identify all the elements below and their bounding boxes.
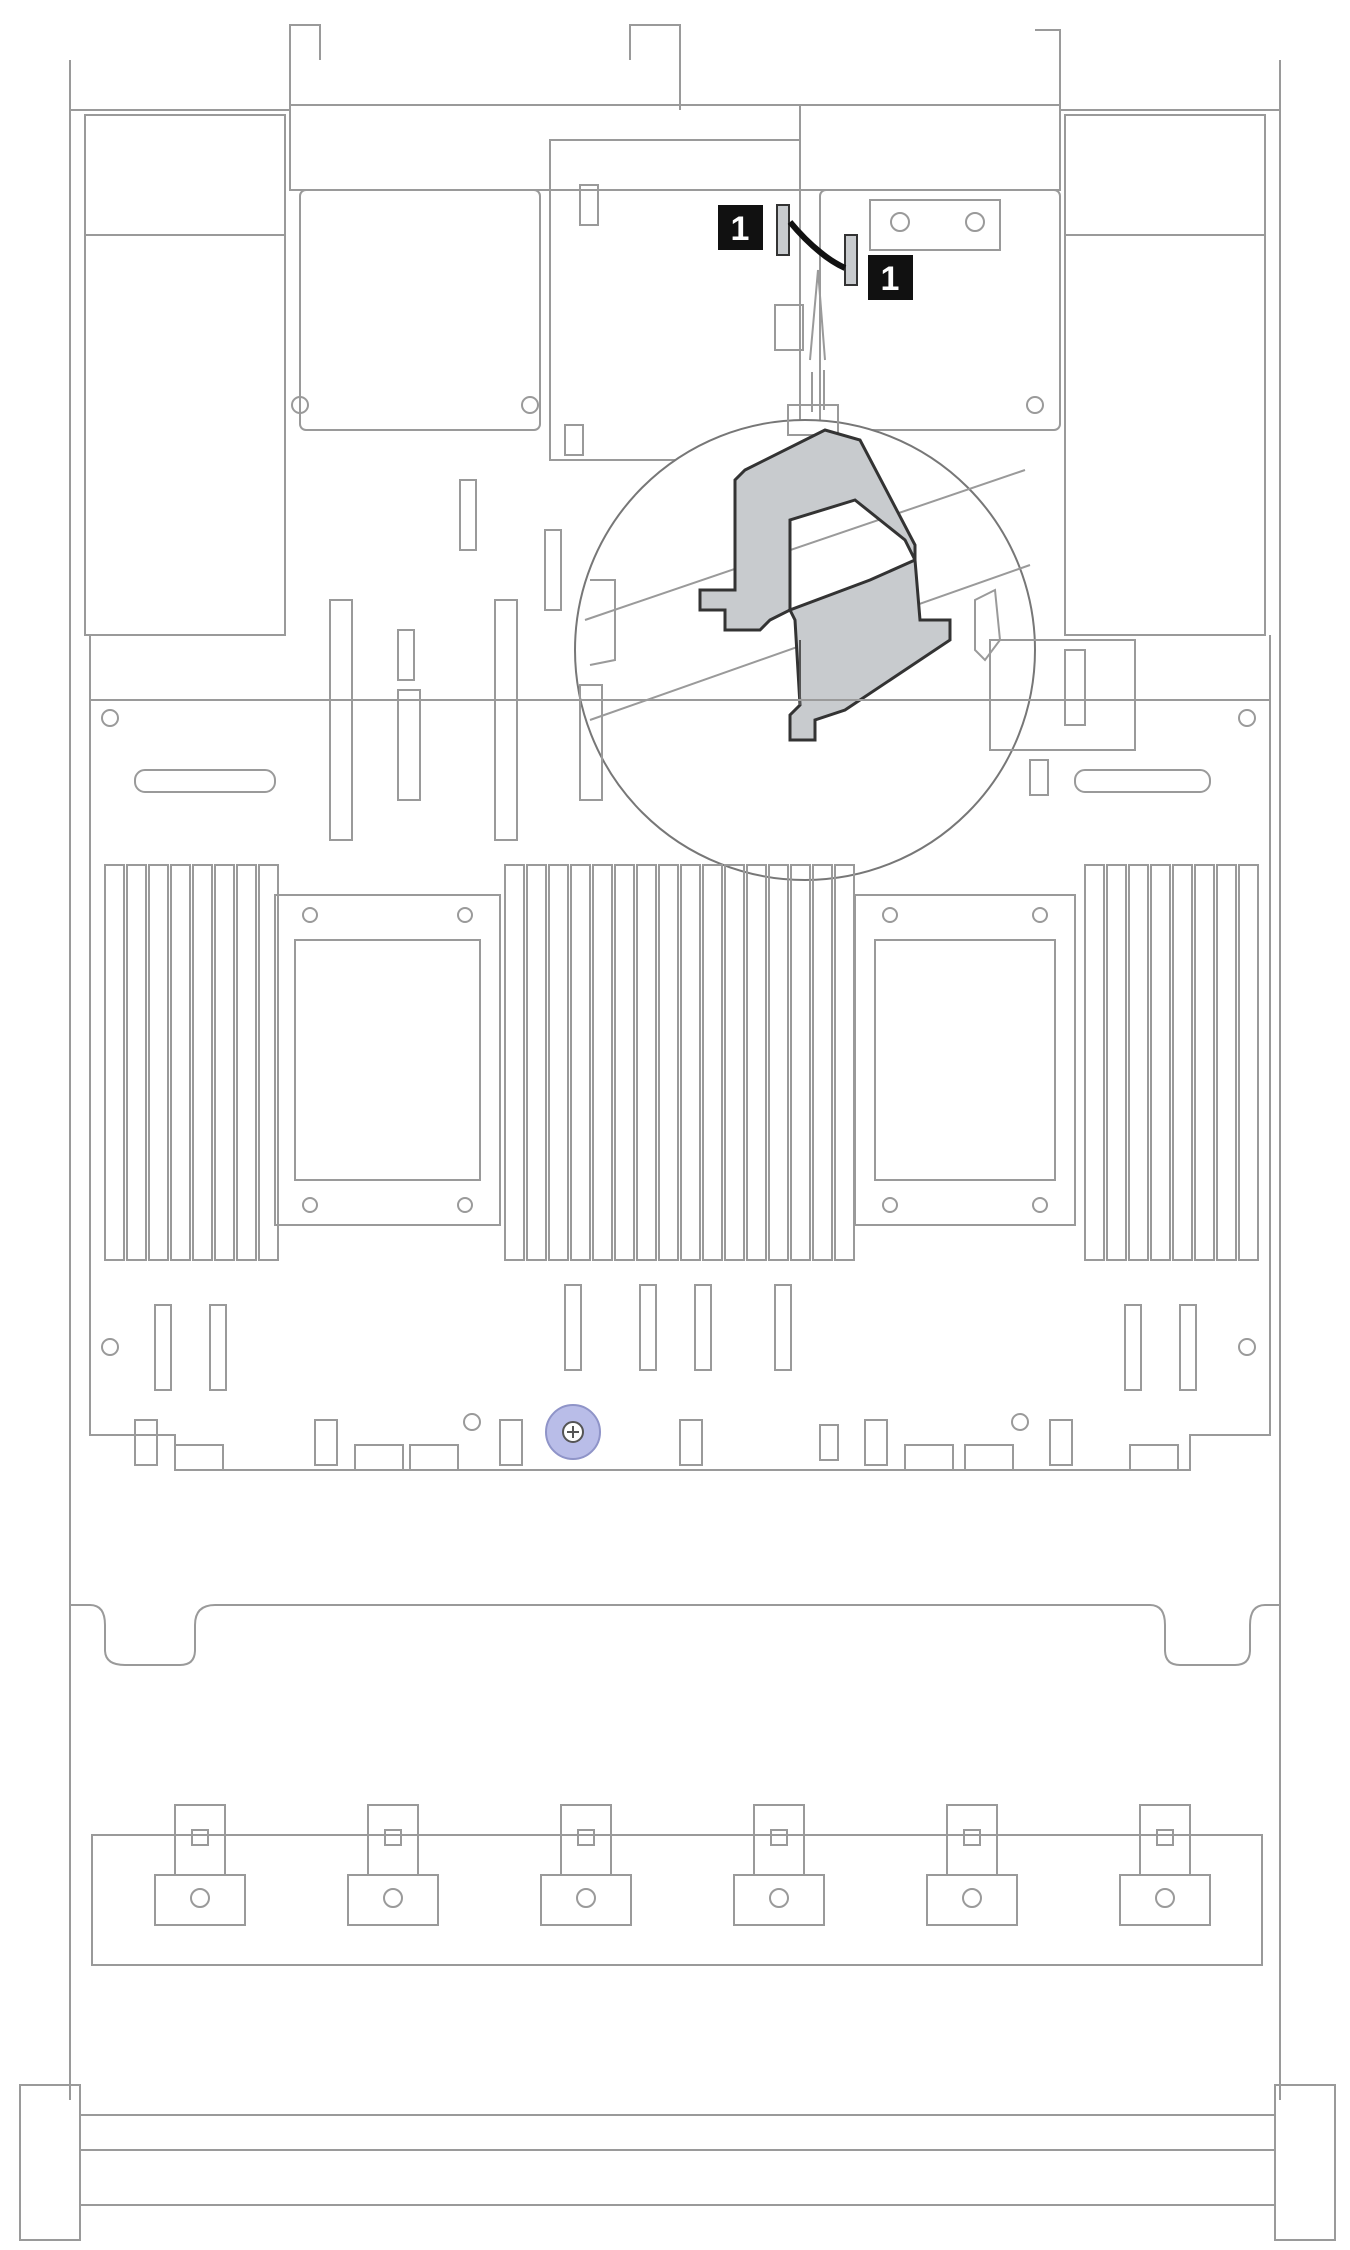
svg-text:1: 1 bbox=[881, 260, 900, 298]
dimm-slot bbox=[680, 864, 701, 1261]
cpu-socket-icon bbox=[274, 894, 1076, 1226]
dimm-slot bbox=[1216, 864, 1237, 1261]
svg-text:1: 1 bbox=[731, 210, 750, 248]
fan-hub bbox=[1155, 1888, 1175, 1908]
dimm-slot bbox=[614, 864, 635, 1261]
dimm-slot bbox=[702, 864, 723, 1261]
riser-area bbox=[549, 139, 804, 461]
dimm-slot bbox=[214, 864, 235, 1261]
callout-1-right: 1 bbox=[868, 255, 913, 300]
fan-module bbox=[1119, 1804, 1211, 1926]
fan-module bbox=[540, 1804, 632, 1926]
dimm-slot bbox=[636, 864, 657, 1261]
dimm-slot bbox=[592, 864, 613, 1261]
dimm-slot bbox=[192, 864, 213, 1261]
dimm-slot bbox=[724, 864, 745, 1261]
magnified-cable-view bbox=[574, 370, 1036, 881]
fan-module bbox=[733, 1804, 825, 1926]
fan-cage-divider bbox=[70, 1604, 1280, 1666]
dimm-slot bbox=[1084, 864, 1105, 1261]
fan-hub bbox=[962, 1888, 982, 1908]
dimm-slot bbox=[746, 864, 767, 1261]
dimm-slot bbox=[1172, 864, 1193, 1261]
dimm-slot bbox=[104, 864, 125, 1261]
dimm-slot bbox=[658, 864, 679, 1261]
fan-module bbox=[926, 1804, 1018, 1926]
fan-icon bbox=[91, 1804, 1263, 1966]
dimm-slot bbox=[526, 864, 547, 1261]
dimm-slot bbox=[148, 864, 169, 1261]
dimm-slots bbox=[104, 864, 1259, 1261]
dimm-slot bbox=[768, 864, 789, 1261]
chassis-outline bbox=[19, 24, 1336, 2241]
fan-hub bbox=[190, 1888, 210, 1908]
dimm-slot bbox=[170, 864, 191, 1261]
pcie-slots bbox=[134, 479, 1211, 841]
dimm-slot bbox=[126, 864, 147, 1261]
dimm-slot bbox=[1150, 864, 1171, 1261]
fan-module bbox=[347, 1804, 439, 1926]
dimm-slot bbox=[790, 864, 811, 1261]
fan-hub bbox=[576, 1888, 596, 1908]
dimm-slot bbox=[1238, 864, 1259, 1261]
fan-module bbox=[154, 1804, 246, 1926]
dimm-slot bbox=[504, 864, 525, 1261]
dimm-slot bbox=[236, 864, 257, 1261]
dimm-slot bbox=[258, 864, 279, 1261]
fan-hub bbox=[769, 1888, 789, 1908]
power-supply-bay-left bbox=[84, 114, 286, 636]
lower-connectors bbox=[134, 1284, 1197, 1471]
dimm-slot bbox=[1128, 864, 1149, 1261]
dimm-slot bbox=[834, 864, 855, 1261]
callout-1-left: 1 bbox=[718, 205, 763, 250]
system-board-outline bbox=[89, 635, 1271, 1471]
fan-hub bbox=[383, 1888, 403, 1908]
dimm-slot bbox=[570, 864, 591, 1261]
screw-icon bbox=[545, 1404, 601, 1460]
cable-icon bbox=[776, 204, 858, 361]
dimm-slot bbox=[812, 864, 833, 1261]
power-supply-bay-right bbox=[1064, 114, 1266, 636]
rear-drive-cage-left bbox=[289, 104, 801, 431]
dimm-slot bbox=[1194, 864, 1215, 1261]
dimm-slot bbox=[1106, 864, 1127, 1261]
dimm-slot bbox=[548, 864, 569, 1261]
